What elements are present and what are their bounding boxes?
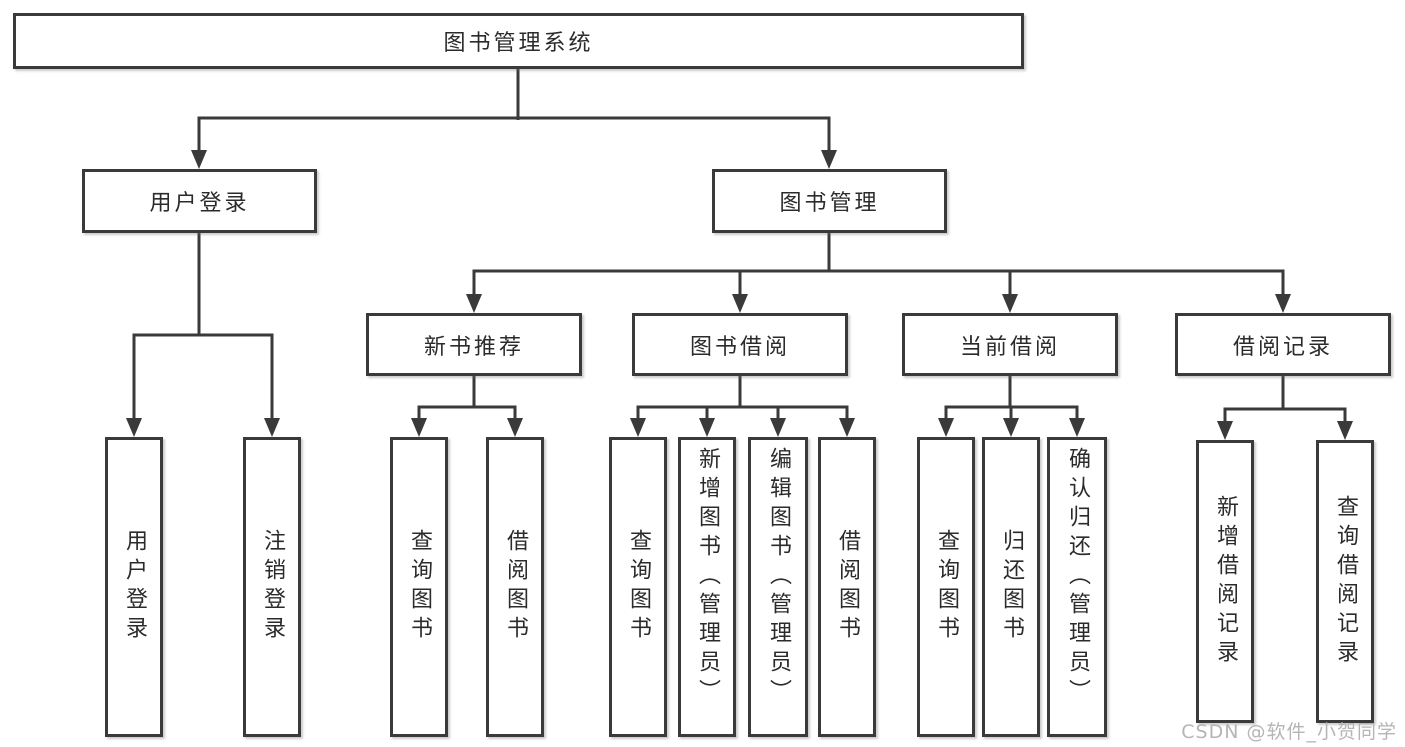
arrow-down-icon [191, 150, 207, 169]
arrow-down-icon [1003, 418, 1019, 437]
connector-root-branch [197, 69, 831, 152]
arrow-down-icon [1337, 421, 1353, 440]
leaf-edit-book-admin-label: 编辑图书（管理员） [766, 447, 791, 708]
leaf-query-book-recommend-label: 查询图书 [407, 529, 432, 645]
leaf-query-book-current: 查询图书 [917, 437, 975, 737]
leaf-return-book: 归还图书 [982, 437, 1040, 737]
node-current-borrow-label: 当前借阅 [959, 334, 1060, 360]
arrow-down-icon [264, 418, 280, 437]
leaf-logout-label: 注销登录 [260, 529, 285, 645]
leaf-query-book-current-label: 查询图书 [934, 529, 959, 645]
arrow-down-icon [732, 294, 748, 313]
leaf-confirm-return-admin-label: 确认归还（管理员） [1065, 447, 1090, 708]
watermark: CSDN @软件_小贺同学 [1181, 721, 1397, 743]
connector-book-borrow-branch [636, 376, 849, 420]
leaf-add-book-admin-label: 新增图书（管理员） [695, 447, 720, 708]
leaf-logout: 注销登录 [243, 437, 301, 737]
leaf-query-book-recommend: 查询图书 [390, 437, 448, 737]
arrow-down-icon [821, 150, 837, 169]
leaf-borrow-book: 借阅图书 [818, 437, 876, 737]
node-new-book-recommend-label: 新书推荐 [423, 334, 524, 360]
connector-user-login-branch [132, 233, 274, 420]
node-user-login: 用户登录 [82, 169, 317, 233]
node-current-borrow: 当前借阅 [902, 313, 1118, 376]
node-book-management: 图书管理 [712, 169, 947, 233]
node-root-label: 图书管理系统 [443, 31, 594, 56]
leaf-user-login-label: 用户登录 [122, 529, 147, 645]
node-borrow-record-label: 借阅记录 [1232, 334, 1333, 360]
connector-current-borrow-branch [944, 376, 1079, 420]
leaf-user-login: 用户登录 [105, 437, 163, 737]
leaf-edit-book-admin: 编辑图书（管理员） [748, 437, 808, 737]
node-root: 图书管理系统 [13, 13, 1024, 69]
leaf-query-book-borrow-label: 查询图书 [626, 529, 651, 645]
leaf-borrow-book-recommend: 借阅图书 [486, 437, 544, 737]
node-user-login-label: 用户登录 [149, 191, 250, 216]
connector-borrow-record-branch [1223, 376, 1347, 423]
arrow-down-icon [1069, 418, 1085, 437]
leaf-query-borrow-record: 查询借阅记录 [1316, 440, 1374, 723]
connector-new-book-branch [417, 376, 517, 420]
arrow-down-icon [770, 418, 786, 437]
arrow-down-icon [466, 294, 482, 313]
arrow-down-icon [938, 418, 954, 437]
leaf-query-borrow-record-label: 查询借阅记录 [1333, 494, 1358, 669]
arrow-down-icon [126, 418, 142, 437]
arrow-down-icon [1275, 294, 1291, 313]
leaf-borrow-book-recommend-label: 借阅图书 [503, 529, 528, 645]
arrow-down-icon [1002, 294, 1018, 313]
leaf-add-book-admin: 新增图书（管理员） [678, 437, 736, 737]
arrow-down-icon [1217, 421, 1233, 440]
arrow-down-icon [630, 418, 646, 437]
leaf-borrow-book-label: 借阅图书 [835, 529, 860, 645]
node-book-management-label: 图书管理 [779, 191, 880, 216]
node-borrow-record: 借阅记录 [1175, 313, 1391, 376]
arrow-down-icon [839, 418, 855, 437]
node-book-borrow: 图书借阅 [632, 313, 848, 376]
connector-book-mgmt-branch [472, 233, 1285, 296]
arrow-down-icon [411, 418, 427, 437]
leaf-return-book-label: 归还图书 [999, 529, 1024, 645]
node-new-book-recommend: 新书推荐 [366, 313, 582, 376]
leaf-add-borrow-record: 新增借阅记录 [1196, 440, 1254, 723]
arrow-down-icon [699, 418, 715, 437]
arrow-down-icon [507, 418, 523, 437]
leaf-add-borrow-record-label: 新增借阅记录 [1213, 494, 1238, 669]
node-book-borrow-label: 图书借阅 [689, 334, 790, 360]
leaf-query-book-borrow: 查询图书 [609, 437, 667, 737]
leaf-confirm-return-admin: 确认归还（管理员） [1047, 437, 1107, 737]
